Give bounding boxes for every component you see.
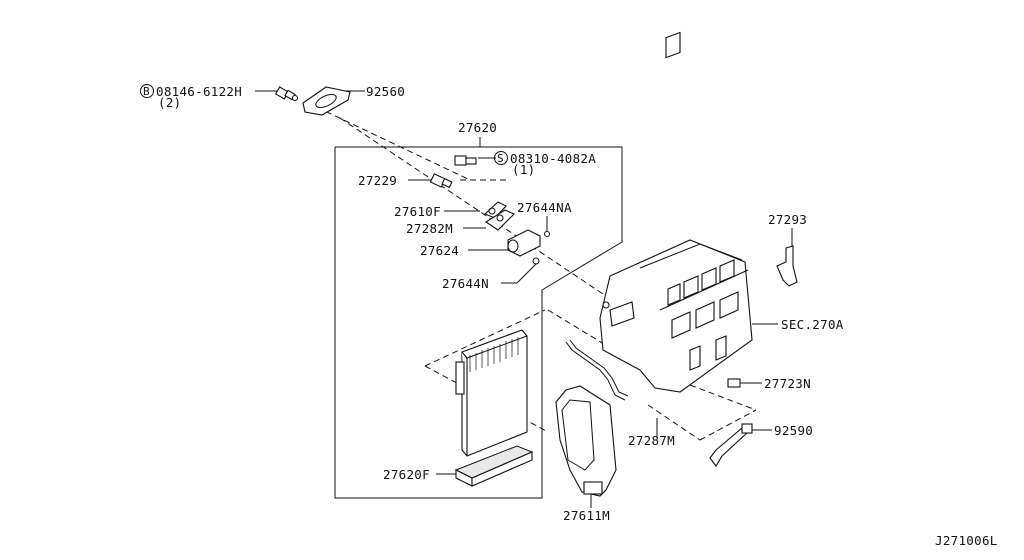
bracket-27282m-part [484,209,515,231]
expansion-valve-27624-part [507,229,541,257]
gasket-27610f-part [483,201,507,219]
bolt-08146-6122h-part [274,86,299,102]
label-27610f: 27610F [394,204,441,219]
label-08146-6122h-qty: (2) [158,95,181,110]
case-27611m-part [555,385,617,497]
label-27644na: 27644NA [517,200,572,215]
label-27229: 27229 [358,173,397,188]
screw-s-symbol: S [494,151,508,165]
screw-08310-4082a-part [454,155,477,166]
evaporator-core-part [455,329,528,457]
label-08310-4082a-qty: (1) [512,162,535,177]
label-92590: 92590 [774,423,813,438]
o-ring-27644n-part [532,257,540,265]
label-08146-6122h: 08146-6122H [156,84,242,99]
hose-92590-part [709,423,753,467]
alignment-dashed-lines [307,102,757,441]
svg-text:S: S [497,152,504,165]
leader-lines [255,90,793,508]
label-08310-4082a: 08310-4082A [510,151,596,166]
fitting-27229-part [429,173,453,189]
label-27611m: 27611M [563,508,610,523]
assembly-boundary-27620 [334,137,623,499]
label-27644n: 27644N [442,276,489,291]
seal-27620f-part [454,445,534,487]
gasket-92560-part [302,86,351,116]
label-92560: 92560 [366,84,405,99]
label-27620f: 27620F [383,467,430,482]
svg-text:B: B [143,85,150,98]
sensor-27293-part [776,245,798,287]
bolt-b-symbol: B [140,84,154,98]
label-27620: 27620 [458,120,497,135]
clip-27723n-part [727,378,741,388]
diagram-id: J271006L [935,533,998,548]
label-27624: 27624 [420,243,459,258]
heater-unit-housing-part [599,31,778,393]
label-27293: 27293 [768,212,807,227]
label-27282m: 27282M [406,221,453,236]
label-27723n: 27723N [764,376,811,391]
duct-27287m-part [565,339,629,401]
o-ring-27644na-part [544,231,550,237]
label-sec-270a: SEC.270A [781,317,844,332]
label-27287m: 27287M [628,433,675,448]
